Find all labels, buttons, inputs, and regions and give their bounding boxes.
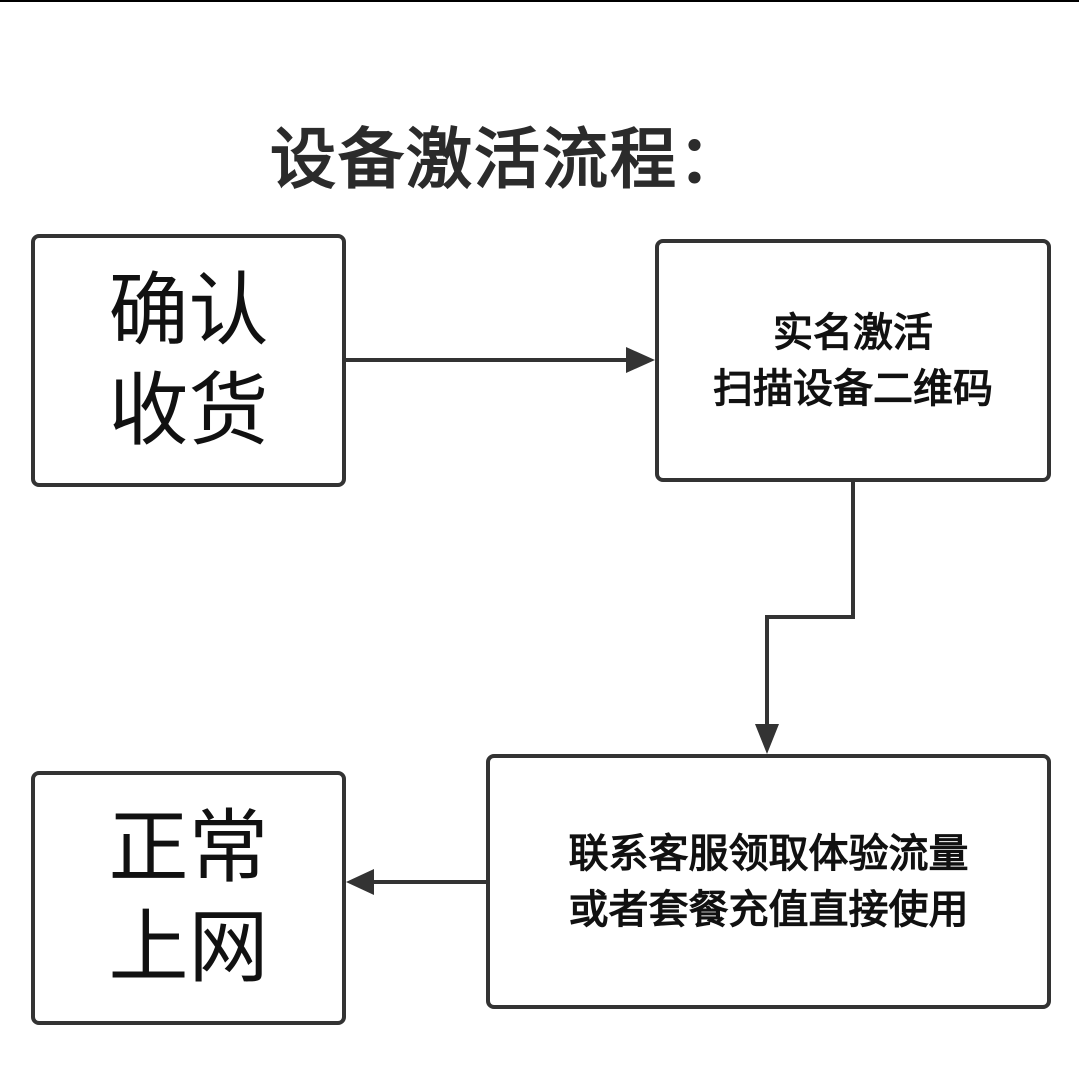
arrowhead-right-icon	[626, 347, 655, 373]
step-normal-internet: 正常 上网	[31, 771, 346, 1025]
step-contact-service: 联系客服领取体验流量 或者套餐充值直接使用	[486, 754, 1051, 1009]
step-confirm-receipt: 确认 收货	[31, 234, 346, 487]
arrowhead-left-icon	[346, 869, 374, 895]
step-text-line: 正常	[108, 801, 269, 894]
diagram-title: 设备激活流程：	[270, 121, 746, 198]
arrow-step2-to-step3	[755, 482, 855, 754]
step-text-line: 联系客服领取体验流量	[568, 830, 969, 877]
step-text-line: 扫描设备二维码	[713, 365, 993, 412]
step-text-line: 实名激活	[773, 309, 933, 356]
arrow-step1-to-step2	[346, 347, 655, 373]
step-text-line: 上网	[108, 901, 269, 994]
arrow-step3-to-step4	[346, 869, 486, 895]
step-real-name-activation: 实名激活 扫描设备二维码	[655, 239, 1051, 482]
step-text-line: 或者套餐充值直接使用	[568, 886, 969, 933]
top-border	[0, 0, 1079, 2]
step-text-line: 确认	[108, 263, 269, 357]
step-text-line: 收货	[108, 363, 269, 457]
arrowhead-down-icon	[755, 724, 779, 754]
